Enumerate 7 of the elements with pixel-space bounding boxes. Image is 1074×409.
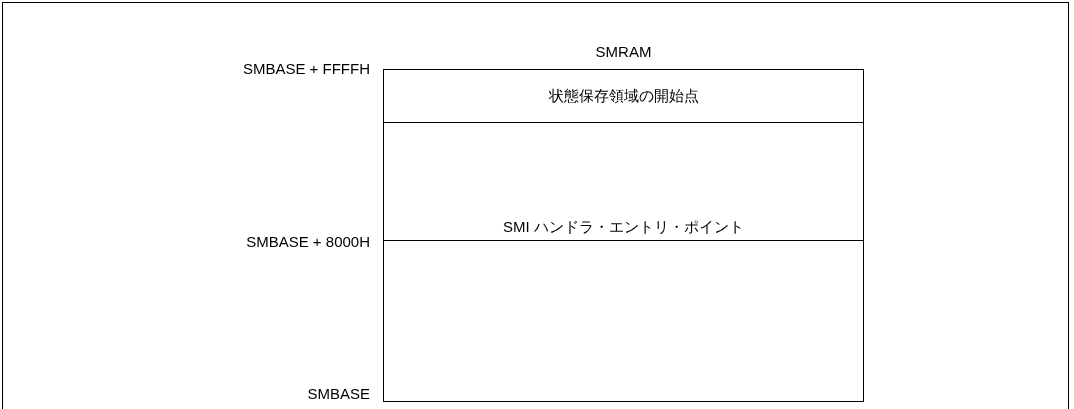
address-label: SMBASE + 8000H [246, 233, 370, 250]
address-label: SMBASE [307, 385, 370, 402]
region-label: 状態保存領域の開始点 [548, 86, 699, 106]
memory-title: SMRAM [594, 43, 653, 60]
memory-map [383, 69, 864, 402]
region-label: SMI ハンドラ・エントリ・ポイント [503, 218, 744, 237]
address-label: SMBASE + FFFFH [242, 60, 370, 77]
